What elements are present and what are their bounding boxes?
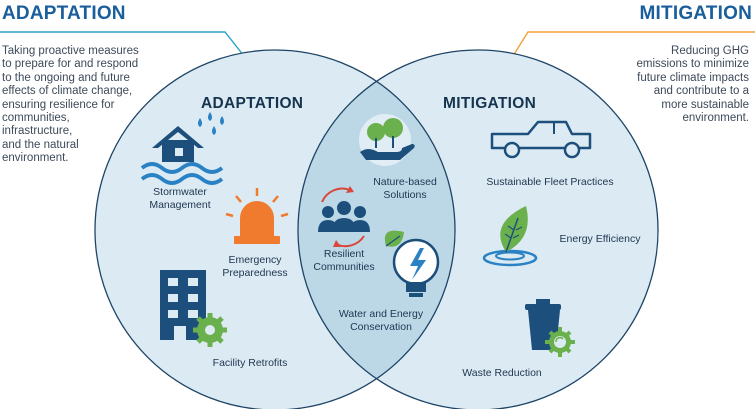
leaf-ripple-icon bbox=[482, 206, 538, 267]
adaptation-leader-line bbox=[0, 31, 245, 57]
waste-reduction-label: Waste Reduction bbox=[462, 367, 542, 379]
nature-based-solutions-label: Nature-based Solutions bbox=[373, 176, 437, 201]
pickup-truck-icon bbox=[490, 120, 592, 159]
adaptation-description: Taking proactive measures to prepare for… bbox=[2, 45, 139, 165]
community-people-icon bbox=[318, 186, 370, 248]
energy-efficiency-label: Energy Efficiency bbox=[559, 233, 641, 245]
house-flood-icon bbox=[140, 112, 224, 185]
adaptation-circle-title: ADAPTATION bbox=[201, 95, 304, 112]
mitigation-leader-line bbox=[512, 31, 755, 57]
sustainable-fleet-practices-label: Sustainable Fleet Practices bbox=[486, 176, 614, 188]
facility-retrofits-label: Facility Retrofits bbox=[212, 357, 288, 369]
mitigation-header: MITIGATION bbox=[639, 3, 752, 24]
adaptation-header: ADAPTATION bbox=[2, 3, 126, 24]
trees-in-hand-icon bbox=[359, 114, 415, 166]
mitigation-description: Reducing GHG emissions to minimize futur… bbox=[636, 45, 749, 125]
trash-bin-recycle-icon bbox=[525, 299, 575, 357]
lightbulb-energy-icon bbox=[384, 230, 440, 297]
water-energy-conservation-label: Water and Energy Conservation bbox=[338, 308, 424, 333]
resilient-communities-label: Resilient Communities bbox=[313, 248, 375, 273]
building-gear-icon bbox=[160, 270, 227, 347]
stormwater-management-label: Stormwater Management bbox=[149, 186, 211, 211]
emergency-beacon-icon bbox=[225, 188, 289, 244]
emergency-preparedness-label: Emergency Preparedness bbox=[222, 254, 288, 279]
mitigation-circle-title: MITIGATION bbox=[443, 95, 537, 112]
